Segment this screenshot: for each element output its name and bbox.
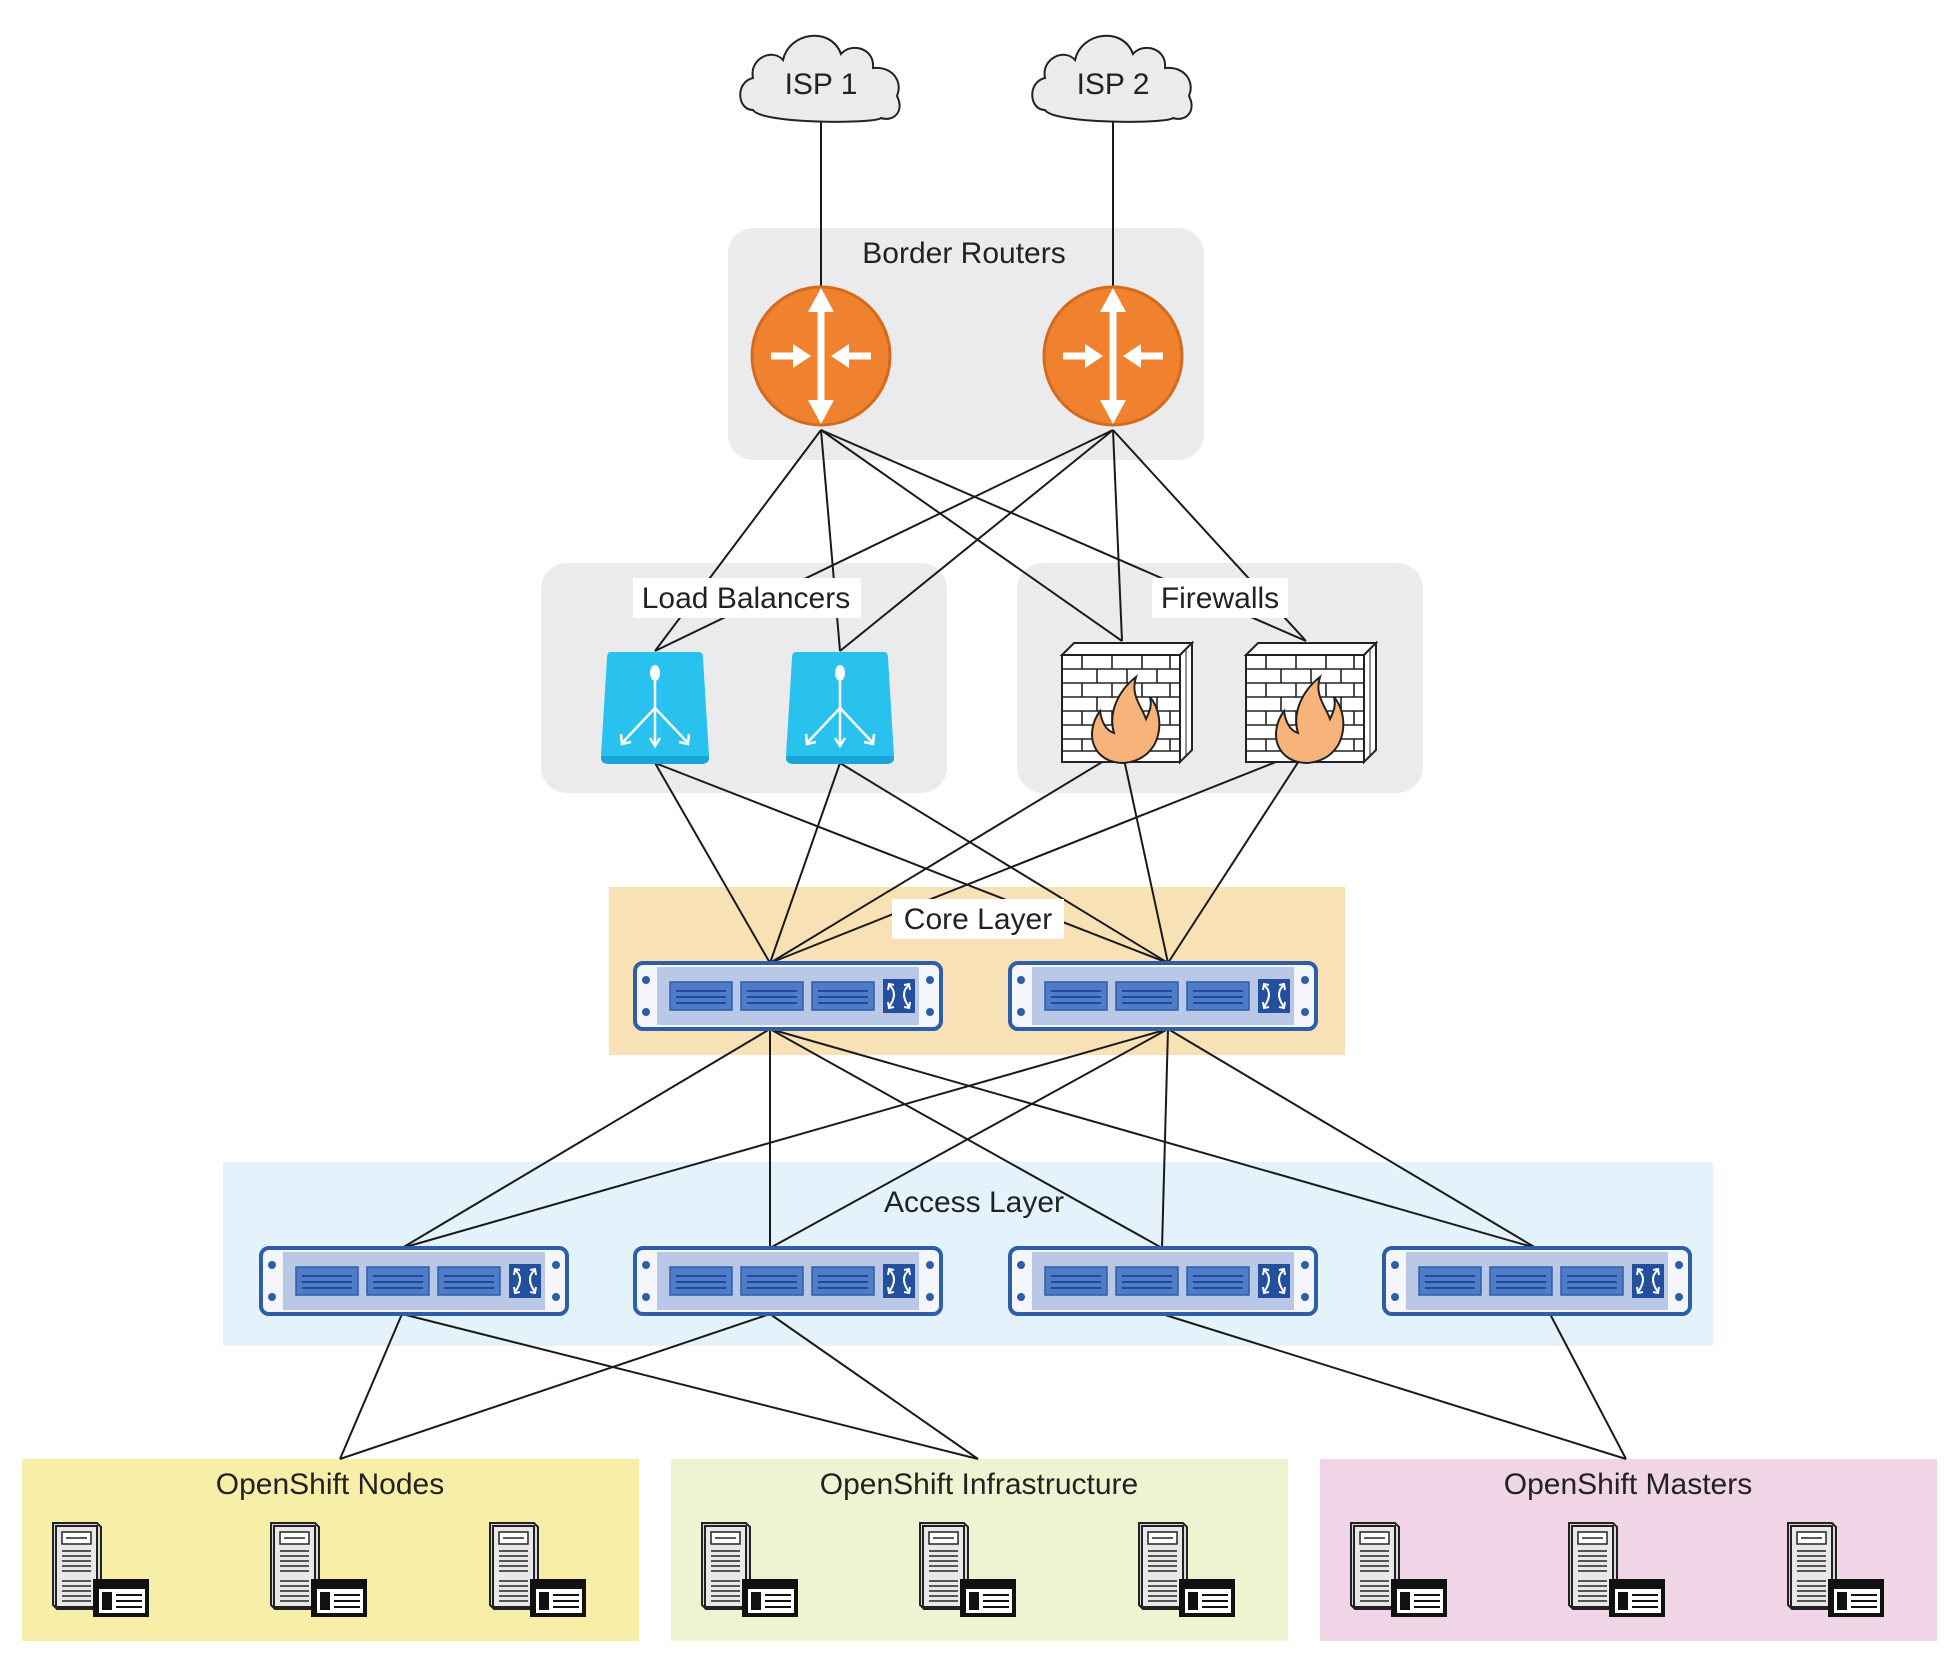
switch-icon [1008,961,1318,1031]
openshift-masters-label: OpenShift Masters [1504,1468,1752,1501]
openshift-infrastructure-label: OpenShift Infrastructure [820,1468,1139,1501]
isp1-label: ISP 1 [785,68,858,101]
switch-icon [1382,1246,1692,1316]
switch-icon [1008,1246,1318,1316]
load-balancer-icon [599,650,711,766]
firewall-icon [1245,642,1377,764]
border-routers-label: Border Routers [862,237,1065,270]
router-icon [1044,287,1182,425]
firewalls-label: Firewalls [1161,582,1279,615]
isp2-label: ISP 2 [1077,68,1150,101]
switch-icon [259,1246,569,1316]
switch-icon [633,1246,943,1316]
load-balancers-label-bg [633,578,861,618]
openshift-nodes-label: OpenShift Nodes [216,1468,444,1501]
router-icon [752,287,890,425]
access-layer-label: Access Layer [884,1186,1064,1219]
core-layer-label: Core Layer [904,903,1052,936]
load-balancers-label: Load Balancers [642,582,850,615]
firewalls-label-bg [1152,578,1288,618]
load-balancer-icon [784,650,896,766]
core-layer-label-bg [892,899,1064,939]
switch-icon [633,961,943,1031]
firewall-icon [1061,642,1193,764]
